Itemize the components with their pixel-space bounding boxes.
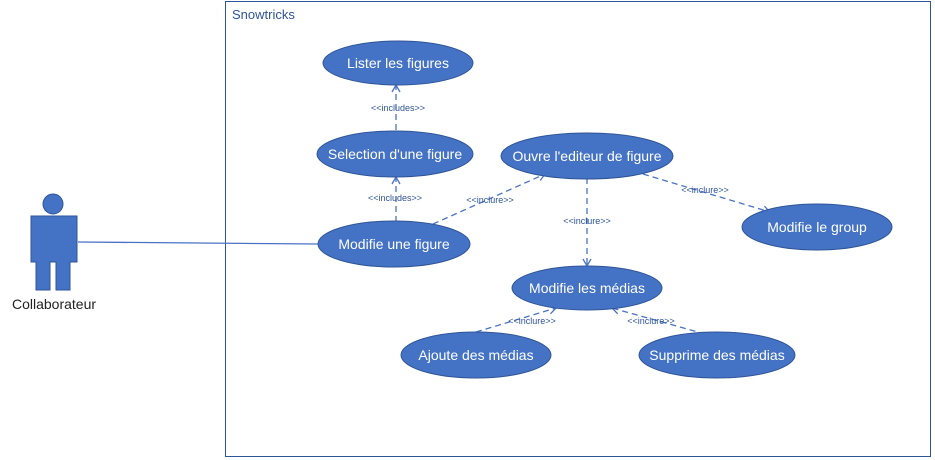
use-case-modifie-medias[interactable]: Modifie les médias [511,265,663,311]
use-case-modifie-figure[interactable]: Modifie une figure [317,220,471,268]
include-label-ajoute-medias: <<inclure>> [508,316,556,326]
use-case-label: Modifie une figure [338,236,450,252]
include-arrow-modifie-editeur [432,172,547,225]
use-case-label: Supprime des médias [649,347,784,363]
actor-label: Collaborateur [12,296,96,312]
include-label-supprime-medias: <<inclure>> [627,316,675,326]
use-case-label: Ajoute des médias [418,347,533,363]
include-arrow-ajoute-medias [475,305,558,333]
use-case-ouvre-editeur[interactable]: Ouvre l'editeur de figure [500,132,674,180]
use-case-modifie-group[interactable]: Modifie le group [741,203,893,251]
include-label-editeur-group: <<inclure>> [681,185,729,195]
use-case-ajoute-medias[interactable]: Ajoute des médias [400,331,552,379]
system-title: Snowtricks [232,7,295,22]
actor-collaborateur[interactable]: Collaborateur [12,193,96,312]
include-arrow-supprime-medias [610,305,706,335]
use-case-label: Lister les figures [347,55,449,71]
include-label-selection-lister: <<includes>> [371,103,425,113]
use-case-label: Ouvre l'editeur de figure [513,148,662,164]
use-case-label: Selection d'une figure [328,146,462,162]
include-label-editeur-medias: <<inclure>> [563,216,611,226]
use-case-label: Modifie le group [767,219,867,235]
use-case-label: Modifie les médias [529,280,645,296]
actor-icon [30,193,78,291]
include-arrow-editeur-group [642,173,772,215]
include-label-modifie-editeur: <<inclure>> [466,195,514,205]
system-boundary [225,1,931,457]
include-label-modifie-selection: <<includes>> [368,193,422,203]
use-case-supprime-medias[interactable]: Supprime des médias [638,331,796,379]
association-line [77,241,319,245]
use-case-lister-les-figures[interactable]: Lister les figures [322,40,474,86]
use-case-selection-figure[interactable]: Selection d'une figure [316,130,474,178]
